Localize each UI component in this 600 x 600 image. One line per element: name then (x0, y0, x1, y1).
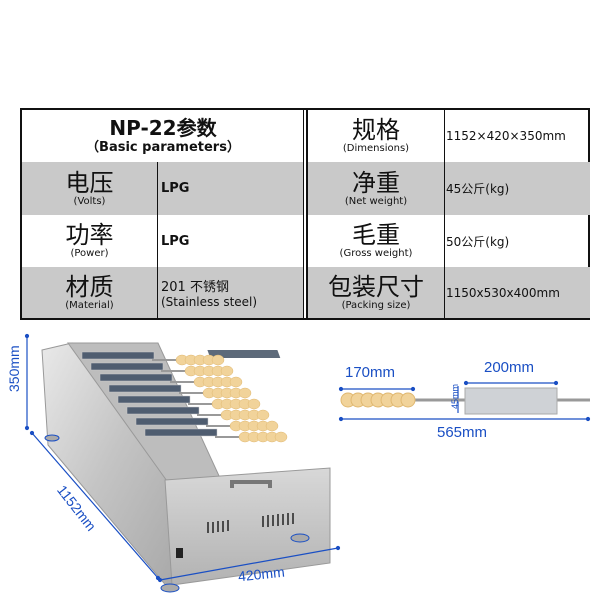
dough-length-dimension: 170mm (345, 364, 396, 381)
table-title: NP-22参数 (109, 116, 217, 140)
value-en: (Stainless steel) (161, 295, 258, 309)
dough-segment (400, 392, 416, 408)
row-value-volts: LPG (157, 162, 304, 215)
dough-segment (247, 398, 261, 410)
switch-icon (176, 548, 183, 558)
label-zh: 净重 (352, 168, 400, 197)
label-en: (Volts) (73, 195, 106, 207)
roller (135, 417, 209, 426)
grill-rollers (81, 351, 218, 437)
height-dimension: 350mm (6, 345, 22, 392)
parameters-table: NP-22参数 （Basic parameters） 电压 (Volts) LP… (20, 108, 590, 320)
label-en: (Power) (70, 248, 109, 259)
roller-length-dimension: 200mm (484, 359, 535, 376)
row-value-power: LPG (157, 215, 304, 267)
dough-segment (256, 409, 270, 421)
label-en: (Dimensions) (342, 143, 410, 154)
divider (157, 162, 158, 318)
dough-segment (265, 420, 279, 432)
row-label-power: 功率 (Power) (22, 215, 157, 267)
value: 50公斤(kg) (446, 234, 510, 249)
row-label-net-weight: 净重 (Net weight) (308, 162, 444, 215)
vent-slots (207, 513, 294, 533)
label-en: (Packing size) (341, 299, 411, 311)
label-zh: 电压 (65, 168, 114, 197)
grill-machine (41, 342, 331, 589)
table-subtitle: （Basic parameters） (86, 140, 240, 155)
row-label-dimensions: 规格 (Dimensions) (308, 110, 444, 162)
row-label-volts: 电压 (Volts) (22, 162, 157, 215)
row-label-material: 材质 (Material) (22, 267, 157, 318)
dough-segment (211, 354, 225, 366)
handle-icon (230, 480, 272, 488)
dough-segment (274, 431, 288, 443)
roller (126, 406, 200, 415)
table-header: NP-22参数 （Basic parameters） (22, 110, 304, 162)
row-value-packing-size: 1150x530x400mm (444, 267, 590, 318)
roller (144, 428, 218, 437)
skewer-diagram (340, 387, 590, 415)
label-en: (Gross weight) (339, 248, 413, 259)
dimension-lines (24, 333, 591, 583)
divider (303, 110, 308, 318)
value: 1150x530x400mm (446, 285, 560, 300)
label-zh: 材质 (65, 272, 114, 301)
roller (81, 351, 155, 360)
row-value-material: 201 不锈钢 (Stainless steel) (157, 267, 304, 318)
value: LPG (161, 181, 190, 196)
value: LPG (161, 233, 190, 249)
roller (117, 395, 191, 404)
label-zh: 包装尺寸 (328, 272, 424, 301)
roller-diameter-dimension: 45mm (450, 383, 460, 409)
row-value-dimensions: 1152×420×350mm (444, 110, 590, 162)
value: 1152×420×350mm (446, 129, 566, 143)
label-zh: 毛重 (352, 221, 400, 249)
row-value-gross-weight: 50公斤(kg) (444, 215, 590, 267)
value: 45公斤(kg) (446, 182, 510, 196)
label-en: (Net weight) (344, 195, 408, 207)
dough-segment (229, 376, 243, 388)
label-zh: 规格 (352, 116, 400, 144)
row-label-packing-size: 包装尺寸 (Packing size) (308, 267, 444, 318)
dough-segment (220, 365, 234, 377)
label-zh: 功率 (65, 221, 114, 249)
machine-skewers (152, 354, 288, 443)
row-value-net-weight: 45公斤(kg) (444, 162, 590, 215)
skewer-length-dimension: 565mm (437, 424, 488, 441)
rollers (207, 350, 281, 358)
dough-segment (238, 387, 252, 399)
roller (99, 373, 173, 382)
feet (44, 434, 310, 593)
divider (444, 110, 445, 318)
value: 201 不锈钢 (161, 280, 229, 295)
roller (90, 362, 164, 371)
roller (108, 384, 182, 393)
row-label-gross-weight: 毛重 (Gross weight) (308, 215, 444, 267)
label-en: (Material) (65, 299, 114, 311)
